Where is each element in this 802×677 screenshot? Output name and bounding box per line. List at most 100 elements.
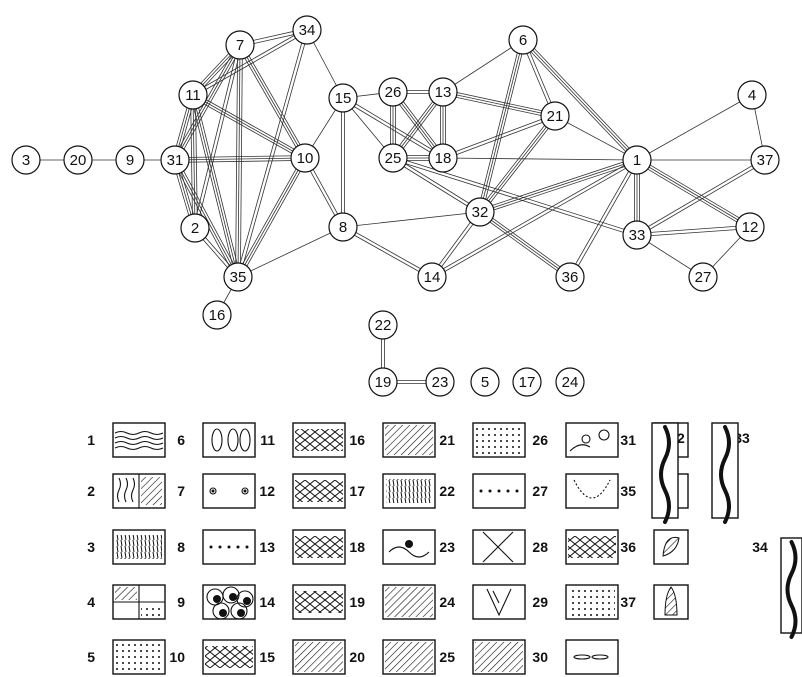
node-label: 5 [481, 374, 489, 391]
node-label: 37 [757, 152, 774, 169]
node-label: 9 [126, 152, 134, 169]
legend-number: 8 [177, 539, 185, 555]
node-19: 19 [369, 368, 397, 396]
node-3: 3 [12, 146, 40, 174]
legend-item-26: 26 [532, 423, 618, 457]
legend-item-1: 1 [87, 423, 165, 457]
swatch-pattern-diagonal-hatch [295, 642, 343, 672]
node-label: 1 [633, 152, 641, 169]
swatch-pattern-cross-chain-double [295, 591, 343, 613]
legend-number: 9 [177, 594, 185, 610]
node-32: 32 [466, 198, 494, 226]
legend-item-17: 17 [349, 474, 435, 508]
legend-number: 6 [177, 432, 185, 448]
legend-number: 20 [349, 649, 365, 665]
node-31: 31 [161, 146, 189, 174]
legend-number: 23 [439, 539, 455, 555]
node-label: 24 [562, 374, 579, 391]
node-20: 20 [64, 146, 92, 174]
node-label: 22 [375, 317, 392, 334]
legend-item-37: 37 [620, 585, 688, 619]
legend-swatch [712, 423, 738, 518]
legend-swatch [473, 530, 525, 564]
node-label: 15 [335, 90, 352, 107]
legend-item-3: 3 [87, 530, 165, 564]
node-4: 4 [738, 81, 766, 109]
legend-number: 28 [532, 539, 548, 555]
legend-item-6: 6 [177, 423, 255, 457]
node-label: 13 [435, 84, 452, 101]
legend-number: 18 [349, 539, 365, 555]
legend-number: 26 [532, 432, 548, 448]
legend-swatch [781, 538, 802, 633]
node-2: 2 [181, 214, 209, 242]
node-label: 6 [519, 32, 527, 49]
node-label: 14 [424, 269, 441, 286]
node-label: 12 [742, 219, 759, 236]
swatch-pattern-zigzag-band [295, 429, 343, 451]
edge-10-35 [236, 157, 307, 278]
node-label: 3 [22, 152, 30, 169]
node-label: 36 [562, 269, 579, 286]
legend-item-8: 8 [177, 530, 255, 564]
swatch-pattern-braided-band [205, 646, 253, 668]
legend-item-23: 23 [439, 530, 525, 564]
legend-item-16: 16 [349, 423, 435, 457]
legend-item-28: 28 [532, 530, 618, 564]
swatch-pattern-dotted-columns [476, 426, 522, 454]
node-label: 33 [629, 227, 646, 244]
legend-item-27: 27 [532, 474, 618, 508]
node-label: 4 [748, 87, 756, 104]
legend-number: 30 [532, 649, 548, 665]
legend-number: 37 [620, 594, 636, 610]
legend-swatch [566, 423, 618, 457]
edge-7-35 [236, 45, 243, 277]
legend-item-18: 18 [349, 530, 435, 564]
edge-11-35 [191, 94, 241, 277]
node-label: 21 [547, 108, 564, 125]
legend: 1234567891011121314151617181920212223242… [87, 423, 802, 674]
legend-item-4: 4 [87, 585, 165, 619]
node-label: 11 [185, 87, 201, 104]
swatch-pattern-comb-strokes [386, 479, 432, 503]
edge-18-1 [443, 158, 637, 160]
edge-31-10 [175, 156, 305, 163]
legend-number: 5 [87, 649, 95, 665]
node-label: 19 [375, 374, 392, 391]
node-12: 12 [736, 213, 764, 241]
legend-number: 15 [259, 649, 275, 665]
node-8: 8 [329, 213, 357, 241]
legend-number: 25 [439, 649, 455, 665]
legend-number: 11 [260, 432, 275, 448]
legend-number: 1 [87, 432, 95, 448]
node-26: 26 [379, 78, 407, 106]
legend-item-20: 20 [349, 640, 435, 674]
legend-number: 2 [87, 483, 95, 499]
legend-item-33: 33 [712, 423, 750, 522]
legend-item-9: 9 [177, 585, 255, 619]
node-label: 23 [432, 374, 449, 391]
legend-item-36: 36 [620, 530, 688, 564]
node-16: 16 [203, 301, 231, 329]
swatch-pattern-cross-chain [295, 536, 343, 558]
swatch-pattern-wavy-blobs [385, 642, 433, 672]
legend-number: 24 [439, 594, 455, 610]
legend-number: 35 [620, 483, 636, 499]
legend-item-13: 13 [259, 530, 345, 564]
node-label: 16 [209, 307, 226, 324]
legend-number: 29 [532, 594, 548, 610]
legend-item-24: 24 [439, 585, 525, 619]
node-33: 33 [623, 221, 651, 249]
legend-number: 3 [87, 539, 95, 555]
legend-number: 36 [620, 539, 636, 555]
node-label: 27 [695, 269, 712, 286]
node-36: 36 [556, 263, 584, 291]
edge-6-1 [521, 38, 638, 161]
node-6: 6 [509, 26, 537, 54]
legend-number: 31 [620, 432, 636, 448]
swatch-pattern-scattered-strokes [116, 643, 162, 671]
legend-number: 16 [349, 432, 365, 448]
legend-item-12: 12 [259, 474, 345, 508]
node-label: 2 [191, 220, 199, 237]
